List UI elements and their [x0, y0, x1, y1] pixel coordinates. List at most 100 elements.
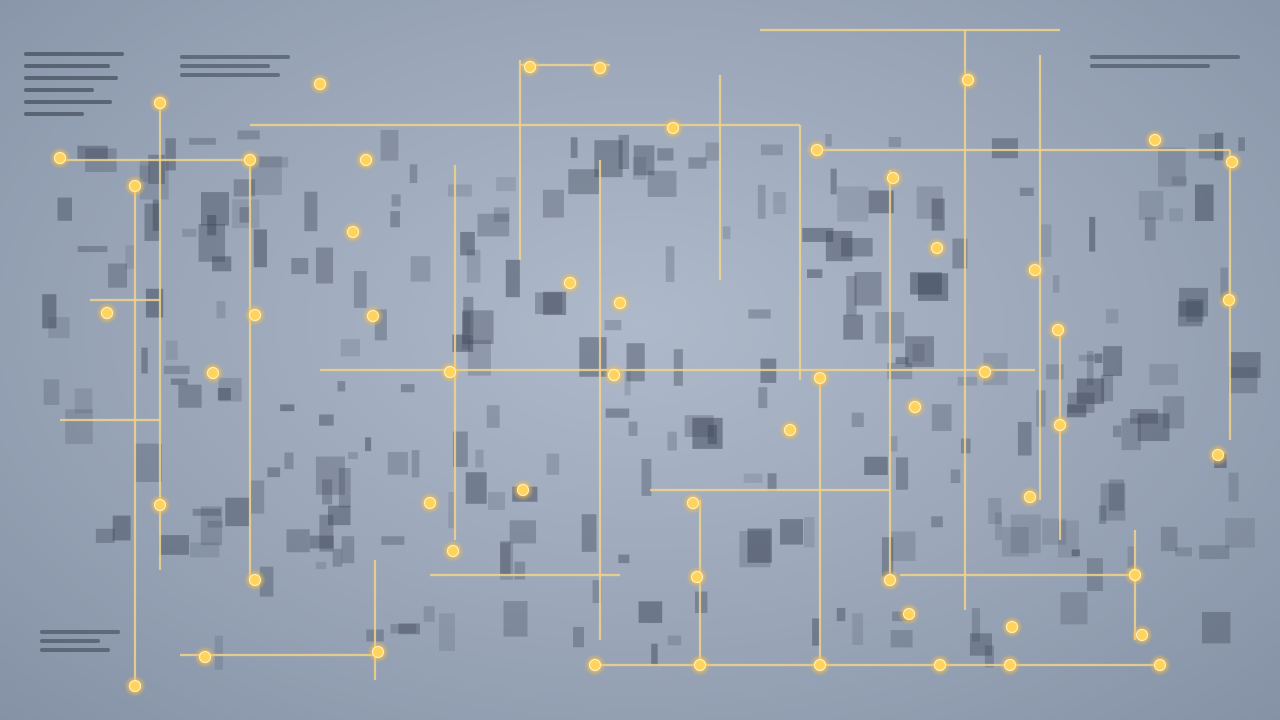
network-node [244, 154, 256, 166]
network-node [784, 424, 796, 436]
building-block [1175, 547, 1192, 557]
building-block [722, 226, 731, 240]
building-block [477, 213, 510, 237]
network-node [909, 401, 921, 413]
building-block [1229, 352, 1261, 378]
network-node [814, 372, 826, 384]
building-block [328, 505, 351, 526]
building-block [628, 421, 638, 436]
building-block [758, 387, 768, 409]
network-node [687, 497, 699, 509]
network-node [1052, 324, 1064, 336]
building-block [854, 271, 882, 306]
building-block [1160, 526, 1178, 552]
building-block [319, 414, 334, 426]
building-block [905, 336, 934, 367]
building-block [1228, 472, 1239, 502]
building-block [843, 314, 863, 340]
building-block [910, 272, 942, 295]
building-block [1112, 425, 1122, 438]
building-block [338, 467, 351, 508]
network-node [1154, 659, 1166, 671]
network-node [101, 307, 113, 319]
network-node [347, 226, 359, 238]
building-block [638, 601, 663, 623]
building-block [259, 157, 289, 168]
building-block [1225, 518, 1255, 548]
network-node [1226, 156, 1238, 168]
building-block [889, 436, 898, 452]
building-block [1067, 392, 1095, 413]
building-block [163, 365, 190, 375]
building-block [1199, 545, 1230, 560]
building-block [112, 515, 131, 541]
building-block [1171, 176, 1187, 186]
building-block [1058, 520, 1079, 558]
building-block [570, 137, 578, 158]
building-block [1127, 546, 1136, 569]
building-block [65, 409, 93, 444]
building-block [239, 207, 250, 223]
network-node [444, 366, 456, 378]
network-node [691, 571, 703, 583]
building-block [1010, 514, 1041, 554]
building-block [152, 199, 160, 231]
building-block [633, 145, 655, 176]
building-block [1017, 421, 1032, 456]
building-block [165, 138, 176, 171]
network-node [884, 574, 896, 586]
building-block [452, 431, 468, 467]
building-block [410, 256, 431, 282]
building-block [739, 530, 771, 568]
building-block [462, 312, 471, 350]
building-block [991, 138, 1018, 159]
building-block [1198, 134, 1216, 159]
building-block [145, 288, 164, 318]
building-block [381, 536, 405, 545]
building-block [158, 535, 189, 555]
building-block [767, 473, 777, 492]
building-block [486, 405, 500, 428]
building-block [647, 170, 677, 197]
network-node [614, 297, 626, 309]
building-block [488, 492, 506, 510]
building-block [535, 292, 563, 315]
building-block [1098, 505, 1107, 524]
building-block [214, 635, 223, 670]
building-block [1105, 309, 1119, 324]
network-node [129, 180, 141, 192]
building-block [836, 607, 846, 622]
info-panel-top-right [1090, 55, 1250, 73]
building-block [747, 528, 772, 563]
building-block [200, 506, 223, 546]
building-block [141, 347, 148, 374]
info-panel-bottom-left [40, 630, 130, 657]
building-block [890, 630, 913, 648]
building-block [1100, 374, 1114, 402]
building-block [1149, 363, 1178, 385]
building-block [984, 645, 994, 668]
building-block [624, 368, 631, 396]
building-block [1103, 346, 1123, 377]
building-block [684, 415, 714, 437]
building-block [1100, 483, 1126, 521]
building-block [365, 437, 372, 452]
building-block [189, 137, 216, 145]
network-node [934, 659, 946, 671]
network-node [249, 309, 261, 321]
building-block [1144, 217, 1156, 241]
building-block [309, 535, 334, 549]
building-block [605, 408, 630, 418]
building-block [760, 144, 783, 156]
building-block [514, 561, 526, 580]
network-node [129, 680, 141, 692]
building-block [626, 343, 645, 382]
building-block [216, 301, 226, 319]
building-block [218, 377, 242, 402]
network-node [199, 651, 211, 663]
info-panel-top [180, 55, 300, 82]
building-block [852, 613, 864, 645]
building-block [864, 456, 888, 475]
building-block [667, 431, 677, 451]
